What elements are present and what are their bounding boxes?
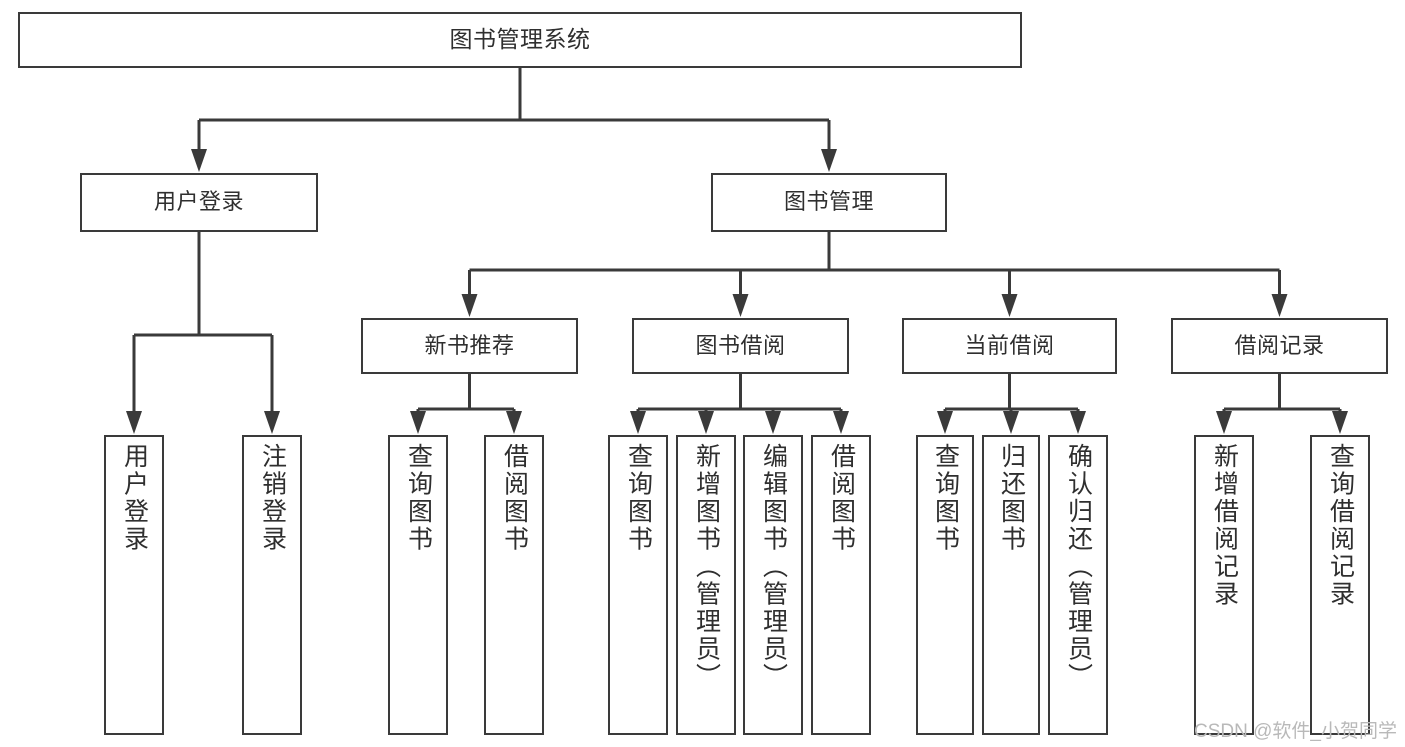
node-leaf-query-book-2[interactable]: 查询图书 — [608, 435, 668, 735]
arrow-head — [732, 294, 749, 317]
node-label: 新增借阅记录 — [1210, 443, 1239, 608]
node-label: 确认归还（管理员） — [1064, 443, 1093, 691]
node-label: 归还图书 — [997, 443, 1026, 553]
node-label: 编辑图书（管理员） — [759, 443, 788, 691]
node-label: 图书管理系统 — [449, 26, 591, 53]
arrow-head — [191, 149, 207, 172]
arrow-head — [1271, 294, 1288, 317]
arrow-head — [833, 411, 849, 434]
node-label: 图书借阅 — [695, 332, 786, 358]
arrow-head — [698, 411, 714, 434]
node-leaf-add-book[interactable]: 新增图书（管理员） — [676, 435, 736, 735]
node-label: 用户登录 — [153, 189, 244, 215]
node-label: 查询图书 — [931, 443, 960, 553]
node-book-mgmt[interactable]: 图书管理 — [711, 173, 947, 232]
node-label: 查询图书 — [404, 443, 433, 553]
arrow-head — [821, 149, 837, 172]
node-user-login[interactable]: 用户登录 — [80, 173, 318, 232]
arrow-head — [1003, 411, 1019, 434]
node-leaf-query-book-1[interactable]: 查询图书 — [388, 435, 448, 735]
arrow-head — [506, 411, 522, 434]
watermark-text: CSDN @软件_小贺同学 — [1194, 721, 1397, 742]
node-leaf-borrow-book-2[interactable]: 借阅图书 — [811, 435, 871, 735]
node-root[interactable]: 图书管理系统 — [18, 12, 1022, 68]
arrow-head — [937, 411, 953, 434]
node-label: 查询图书 — [624, 443, 653, 553]
node-label: 当前借阅 — [964, 332, 1055, 358]
arrow-head — [765, 411, 781, 434]
arrow-head — [1070, 411, 1086, 434]
arrow-head — [1332, 411, 1348, 434]
node-leaf-edit-book[interactable]: 编辑图书（管理员） — [743, 435, 803, 735]
node-current-borrow[interactable]: 当前借阅 — [902, 318, 1117, 374]
arrow-head — [1216, 411, 1232, 434]
node-label: 借阅图书 — [827, 443, 856, 553]
node-leaf-borrow-book-1[interactable]: 借阅图书 — [484, 435, 544, 735]
node-new-book-rec[interactable]: 新书推荐 — [361, 318, 578, 374]
node-label: 借阅记录 — [1234, 332, 1325, 358]
arrow-head — [461, 294, 478, 317]
node-leaf-query-book-3[interactable]: 查询图书 — [916, 435, 974, 735]
arrow-head — [264, 411, 280, 434]
node-leaf-add-record[interactable]: 新增借阅记录 — [1194, 435, 1254, 735]
arrow-head — [126, 411, 142, 434]
node-label: 图书管理 — [783, 189, 874, 215]
node-book-borrow[interactable]: 图书借阅 — [632, 318, 849, 374]
node-leaf-user-logout[interactable]: 注销登录 — [242, 435, 302, 735]
arrow-head — [630, 411, 646, 434]
node-label: 注销登录 — [258, 443, 287, 553]
node-leaf-query-record[interactable]: 查询借阅记录 — [1310, 435, 1370, 735]
node-label: 查询借阅记录 — [1326, 443, 1355, 608]
node-leaf-return-book[interactable]: 归还图书 — [982, 435, 1040, 735]
node-label: 新书推荐 — [424, 332, 515, 358]
node-label: 新增图书（管理员） — [692, 443, 721, 691]
node-borrow-record[interactable]: 借阅记录 — [1171, 318, 1388, 374]
node-leaf-confirm-return[interactable]: 确认归还（管理员） — [1048, 435, 1108, 735]
node-label: 用户登录 — [120, 443, 149, 553]
node-label: 借阅图书 — [500, 443, 529, 553]
node-leaf-user-login[interactable]: 用户登录 — [104, 435, 164, 735]
arrow-head — [1001, 294, 1018, 317]
arrow-head — [410, 411, 426, 434]
